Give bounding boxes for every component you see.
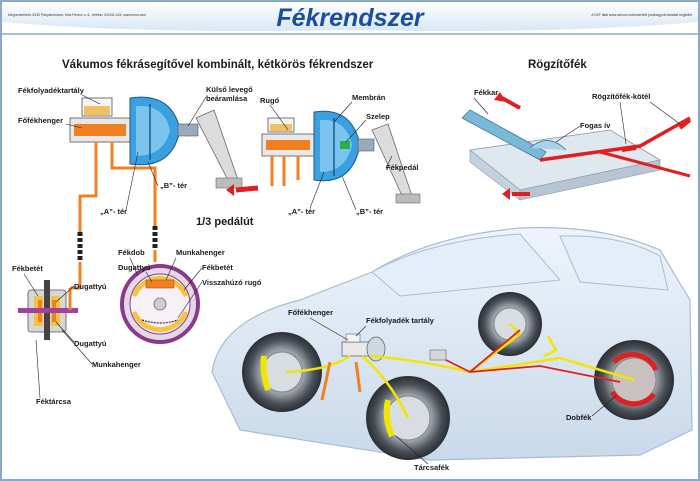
label-disc-wheel-cylinder: Munkahenger [92,360,141,369]
label-pedal-travel: 1/3 pedálút [196,216,254,228]
approval-note: A SZF által www.szfcom.hu/ismertetõ jóvá… [591,13,692,17]
label-lever: Fékkar [474,88,498,97]
parking-brake-diagram [461,92,692,201]
label-disc-piston-bottom: Dugattyú [74,339,107,348]
label-valve: Szelep [366,112,390,121]
label-disc-pad: Fékbetét [12,264,43,273]
label-drum-lining: Fékbetét [202,263,233,272]
label-drum-piston: Dugattyú [118,263,151,272]
label-a-space-left: „A”- tér [100,207,127,216]
label-disc-piston-top: Dugattyú [74,282,107,291]
booster-diagram-middle [261,110,421,204]
header-band [2,2,698,31]
label-drum-brake: Dobfék [566,413,592,422]
page-title: Fékrendszer [276,4,425,32]
label-drum-wheel-cylinder: Munkahenger [176,248,225,257]
vacuum-section-heading: Vákumos fékrásegítővel kombinált, kétkör… [62,59,374,71]
label-b-space-middle: „B”- tér [356,207,383,216]
label-outer-air: Külső levegő [206,85,253,94]
label-b-space-left: „B”- tér [160,181,187,190]
label-master-cylinder: Főfékhenger [18,116,63,125]
label-fluid-reservoir: Fékfolyadéktartály [18,86,85,95]
label-drum: Fékdob [118,248,145,257]
label-membrane: Membrán [352,93,386,102]
car-illustration [211,226,693,461]
label-disc-brake: Tárcsafék [414,463,450,472]
label-car-master-cylinder: Főfékhenger [288,308,333,317]
label-air-inlet: beáramlása [206,94,248,103]
label-a-space-middle: „A”- tér [288,207,315,216]
disc-brake-detail [18,280,78,340]
publisher-note: Megrendelhető: 8130 Pánykézmíves, Kiss F… [8,13,146,17]
label-drum-return-spring: Visszahúzó rugó [202,278,262,287]
label-spring: Rugó [260,96,280,105]
label-disc-rotor: Féktárcsa [36,397,72,406]
label-car-reservoir: Fékfolyadék tartály [366,316,435,325]
label-pedal: Fékpedál [386,163,419,172]
label-ratchet: Fogas ív [580,121,611,130]
label-cable: Rögzítőfék-kötél [592,92,650,101]
drum-brake-detail [120,264,200,344]
booster-diagram-left [69,96,259,290]
parking-section-heading: Rögzítőfék [528,59,587,71]
